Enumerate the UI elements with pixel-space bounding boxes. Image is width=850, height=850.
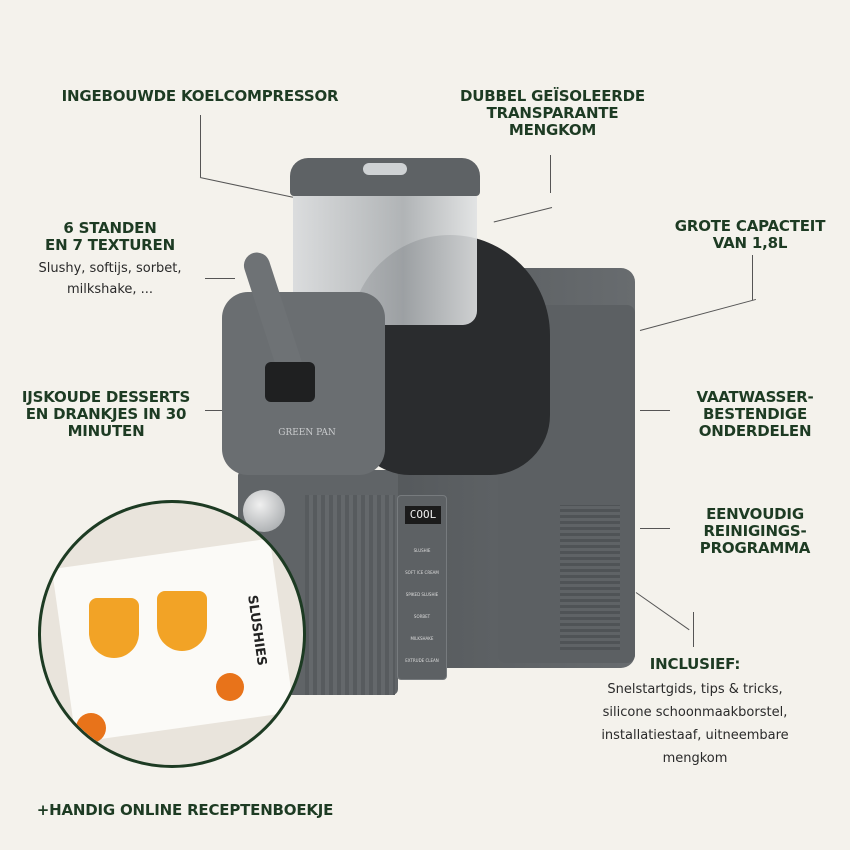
leader-line xyxy=(205,278,235,279)
leader-line xyxy=(640,410,670,411)
leader-line xyxy=(199,177,294,198)
feature-included: INCLUSIEF: xyxy=(649,655,741,673)
program-button[interactable]: SPIKED SLUSHIE xyxy=(405,592,439,597)
program-button[interactable]: MILKSHAKE xyxy=(410,636,434,641)
line: VAN 1,8L xyxy=(712,234,788,252)
line: milkshake, ... xyxy=(66,282,154,297)
leader-line xyxy=(550,155,551,193)
brand-logo: GREEN PAN xyxy=(278,428,336,438)
leader-line xyxy=(639,298,757,331)
line: installatiestaaf, uitneembare xyxy=(601,728,789,743)
leader-line xyxy=(493,207,553,223)
leader-line xyxy=(640,528,670,529)
display-screen: COOL xyxy=(405,506,441,524)
line: DUBBEL GEÏSOLEERDE xyxy=(460,87,645,105)
drip-ribs xyxy=(305,495,395,695)
feature-included-sub: Snelstartgids, tips & tricks, silicone sc… xyxy=(590,678,800,770)
program-button[interactable]: SLUSHIE xyxy=(413,548,431,553)
feature-settings-sub: Slushy, softijs, sorbet, milkshake, ... xyxy=(10,258,210,300)
orange xyxy=(216,673,244,701)
lid-button[interactable] xyxy=(363,163,407,175)
line: EN DRANKJES IN 30 xyxy=(25,405,187,423)
line: MINUTEN xyxy=(67,422,145,440)
slushie-glass xyxy=(89,598,139,658)
line: IJSKOUDE DESSERTS xyxy=(21,388,191,406)
vent-grille xyxy=(560,505,620,650)
line: mengkom xyxy=(662,751,728,766)
program-button[interactable]: SOFT ICE CREAM xyxy=(405,570,439,575)
dispenser-nozzle xyxy=(265,362,315,402)
orange xyxy=(76,713,106,743)
line: BESTENDIGE xyxy=(702,405,808,423)
line: PROGRAMMA xyxy=(699,539,811,557)
line: REINIGINGS- xyxy=(703,522,807,540)
line: VAATWASSER- xyxy=(696,388,814,406)
line: Slushy, softijs, sorbet, xyxy=(38,261,182,276)
leader-line xyxy=(752,255,753,300)
line: GROTE CAPACTEIT xyxy=(674,217,826,235)
leader-line xyxy=(200,115,201,177)
line: silicone schoonmaakborstel, xyxy=(602,705,788,720)
line: EENVOUDIG xyxy=(706,505,804,523)
leader-line xyxy=(635,592,690,631)
leader-line xyxy=(693,612,694,647)
program-button[interactable]: EXTRUDE CLEAN xyxy=(405,658,439,663)
line: Snelstartgids, tips & tricks, xyxy=(607,682,783,697)
feature-compressor: INGEBOUWDE KOELCOMPRESSOR xyxy=(61,87,339,105)
recipe-booklet-image: SLUSHIES xyxy=(38,500,306,768)
program-button[interactable]: SORBET xyxy=(413,614,431,619)
control-panel: COOL SLUSHIE SOFT ICE CREAM SPIKED SLUSHIE… xyxy=(397,495,447,680)
line: MENGKOM xyxy=(508,121,597,139)
line: EN 7 TEXTUREN xyxy=(45,236,175,254)
slushie-glass xyxy=(157,591,207,651)
line: TRANSPARANTE xyxy=(486,104,619,122)
online-recipes: +HANDIG ONLINE RECEPTENBOEKJE xyxy=(36,801,334,819)
line: 6 STANDEN xyxy=(63,219,157,237)
line: ONDERDELEN xyxy=(698,422,812,440)
